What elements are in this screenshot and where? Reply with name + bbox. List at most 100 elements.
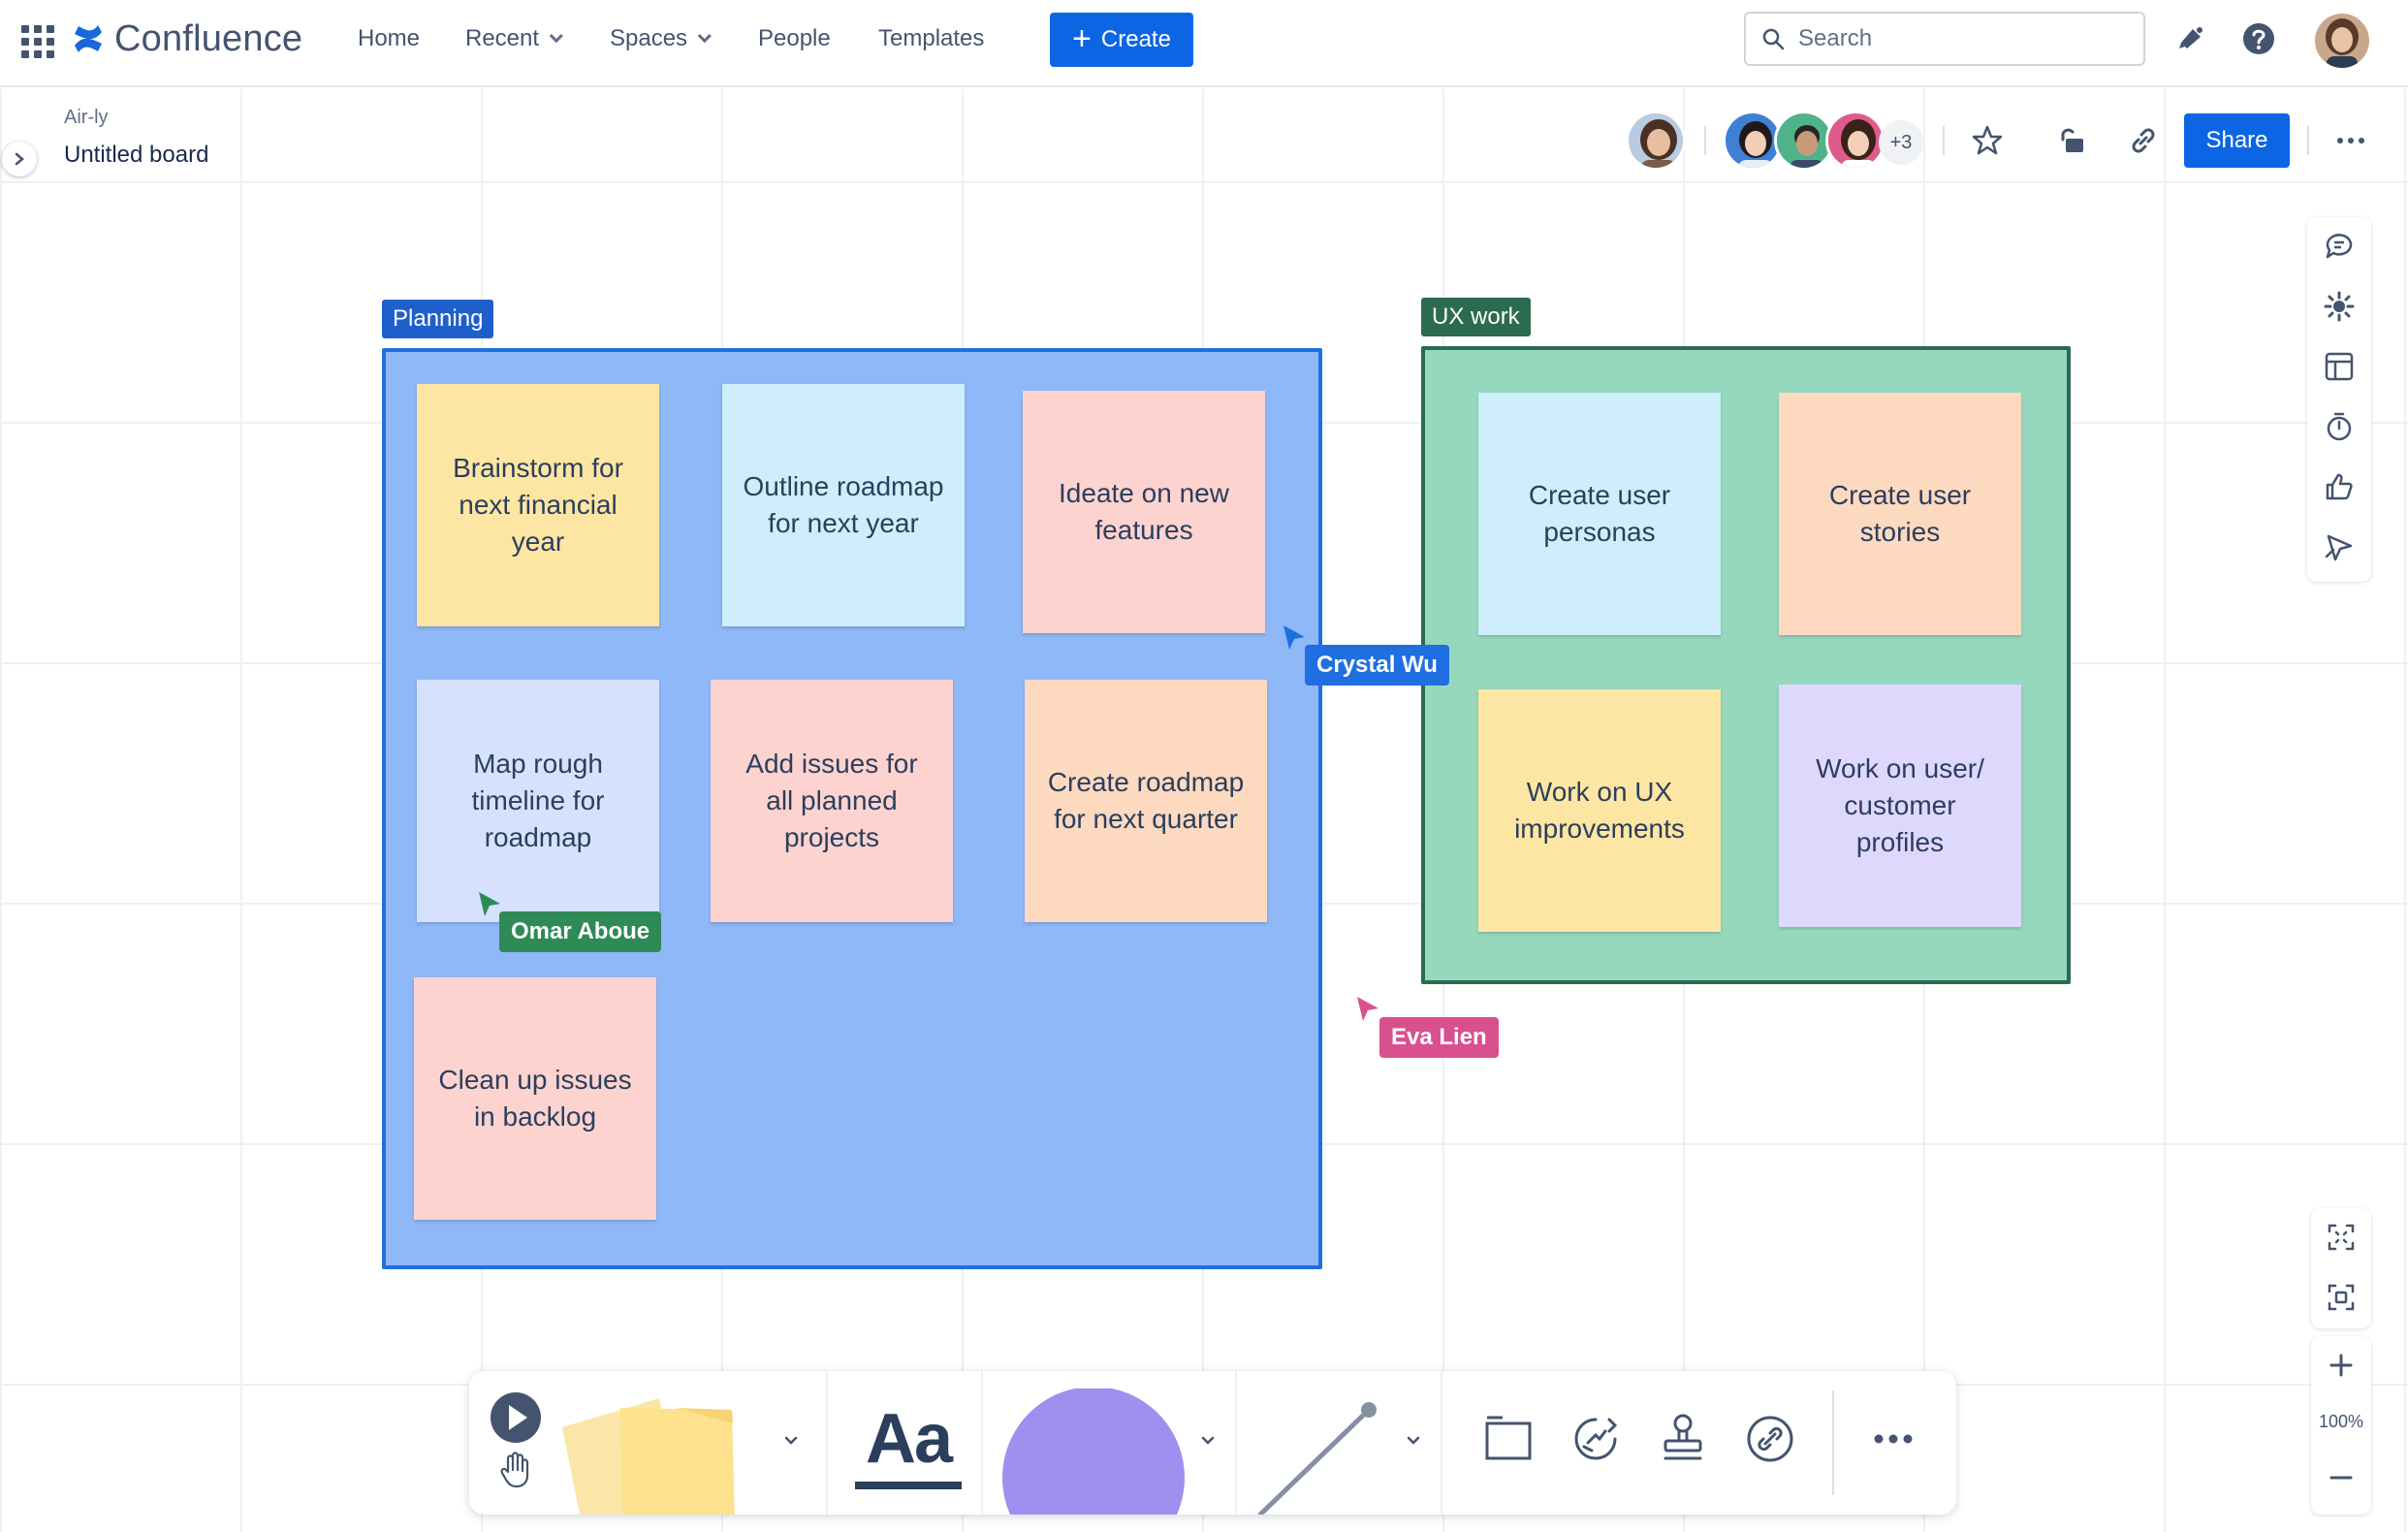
search-input[interactable] — [1798, 25, 2128, 52]
line-tool[interactable] — [1252, 1400, 1378, 1515]
timer-icon — [2327, 412, 2352, 441]
toolbar-divider — [1235, 1371, 1237, 1515]
nav-templates[interactable]: Templates — [878, 25, 984, 52]
user-avatar-icon — [1726, 113, 1780, 168]
search-box[interactable] — [1744, 12, 2145, 66]
plus-icon: + — [1072, 19, 1092, 57]
nav-templates-label: Templates — [878, 25, 985, 51]
more-collaborators-badge[interactable]: +3 — [1879, 120, 1923, 165]
sticky-note[interactable]: Create user stories — [1779, 393, 2021, 635]
create-button[interactable]: + Create — [1050, 13, 1193, 67]
more-horizontal-icon — [1874, 1434, 1913, 1444]
right-tool-rail — [2307, 217, 2371, 582]
cursor-label-eva-lien: Eva Lien — [1379, 1017, 1499, 1058]
cursor-pointer-icon — [1357, 997, 1378, 1021]
nav-recent[interactable]: Recent — [465, 25, 563, 52]
expand-sidebar-button[interactable] — [2, 142, 37, 176]
more-tools-button[interactable] — [1871, 1420, 1916, 1458]
nav-home[interactable]: Home — [358, 25, 420, 52]
sticky-note[interactable]: Add issues for all planned projects — [711, 680, 953, 922]
owner-avatar[interactable] — [1626, 111, 1686, 171]
hand-icon — [500, 1452, 529, 1488]
sticky-note[interactable]: Create roadmap for next quarter — [1025, 680, 1267, 922]
notifications-icon[interactable] — [2171, 19, 2210, 58]
nav-people-label: People — [758, 25, 831, 51]
zoom-level[interactable]: 100% — [2318, 1412, 2364, 1431]
timer-button[interactable] — [2324, 411, 2355, 442]
zoom-in-button[interactable] — [2326, 1350, 2357, 1381]
share-button[interactable]: Share — [2184, 113, 2290, 168]
divider — [1704, 126, 1706, 155]
sticky-note[interactable]: Ideate on new features — [1023, 391, 1265, 633]
sticky-note[interactable]: Clean up issues in backlog — [414, 977, 656, 1220]
shape-tool[interactable] — [998, 1387, 1192, 1515]
restrictions-button[interactable] — [2053, 121, 2092, 160]
more-actions-button[interactable] — [2331, 121, 2370, 160]
confluence-logo-icon — [75, 25, 102, 52]
nav-spaces[interactable]: Spaces — [610, 25, 712, 52]
help-icon[interactable] — [2239, 19, 2278, 58]
nav-recent-label: Recent — [465, 25, 540, 51]
stamp-tool[interactable] — [1658, 1412, 1708, 1464]
comments-button[interactable] — [2324, 231, 2355, 262]
collaborator-avatar[interactable] — [1825, 111, 1885, 171]
user-avatar-icon — [2315, 14, 2369, 68]
divider — [2307, 126, 2309, 155]
space-name[interactable]: Air-ly — [64, 107, 109, 128]
hand-tool[interactable] — [498, 1451, 533, 1489]
toolbar-divider — [1832, 1390, 1834, 1495]
sticky-note[interactable]: Map rough timeline for roadmap — [417, 680, 659, 922]
stamp-icon — [1663, 1414, 1702, 1460]
zoom-out-button[interactable] — [2326, 1462, 2357, 1493]
select-tool[interactable] — [489, 1390, 543, 1445]
frame-icon — [1485, 1416, 1532, 1460]
sticky-note[interactable]: Work on user/ customer profiles — [1779, 685, 2021, 927]
chevron-right-icon — [15, 152, 24, 166]
vote-button[interactable] — [2324, 471, 2355, 502]
frame-label-ux-work[interactable]: UX work — [1421, 298, 1531, 336]
board-title[interactable]: Untitled board — [64, 142, 209, 168]
chevron-down-icon — [1407, 1436, 1420, 1445]
unlock-icon — [2061, 128, 2083, 152]
link-icon — [2132, 128, 2155, 153]
link-tool[interactable] — [1745, 1414, 1795, 1464]
toolbar-divider — [826, 1371, 828, 1515]
focus-frame-button[interactable] — [2326, 1282, 2357, 1313]
integration-icon — [1574, 1418, 1618, 1460]
text-underline — [855, 1482, 962, 1489]
circle-shape-icon — [1002, 1387, 1185, 1515]
text-tool[interactable]: Aa — [843, 1400, 973, 1497]
app-switcher-icon[interactable] — [21, 25, 54, 58]
line-options-button[interactable] — [1404, 1431, 1423, 1451]
user-avatar-icon — [1828, 113, 1883, 168]
star-button[interactable] — [1968, 121, 2007, 160]
copy-link-button[interactable] — [2124, 121, 2163, 160]
sticky-note[interactable]: Outline roadmap for next year — [722, 384, 965, 626]
profile-avatar[interactable] — [2315, 14, 2369, 68]
integrations-tool[interactable] — [1570, 1414, 1621, 1464]
shape-options-button[interactable] — [1198, 1431, 1218, 1451]
follow-button[interactable] — [2324, 531, 2355, 562]
sticky-note-tool[interactable] — [562, 1388, 756, 1515]
frame-tool[interactable] — [1483, 1414, 1534, 1464]
confluence-logo[interactable]: Confluence — [72, 17, 302, 60]
ai-button[interactable] — [2324, 291, 2355, 322]
comment-icon — [2326, 234, 2353, 259]
collaborator-avatar[interactable] — [1774, 111, 1834, 171]
sticky-note[interactable]: Brainstorm for next financial year — [417, 384, 659, 626]
top-navigation: Confluence Home Recent Spaces People Tem… — [0, 0, 2408, 87]
sticky-note[interactable]: Work on UX improvements — [1478, 689, 1721, 932]
creation-toolbar: Aa — [469, 1371, 1956, 1515]
fit-to-screen-button[interactable] — [2326, 1222, 2357, 1253]
nav-people[interactable]: People — [758, 25, 831, 52]
chevron-down-icon — [549, 29, 563, 44]
user-avatar-icon — [1629, 113, 1683, 168]
user-avatar-icon — [1777, 113, 1831, 168]
sticky-note[interactable]: Create user personas — [1478, 393, 1721, 635]
chevron-down-icon — [697, 29, 712, 44]
frame-label-planning[interactable]: Planning — [382, 300, 494, 338]
sticky-options-button[interactable] — [781, 1431, 801, 1451]
logo-text: Confluence — [114, 17, 303, 59]
templates-button[interactable] — [2324, 351, 2355, 382]
collaborator-avatar[interactable] — [1723, 111, 1783, 171]
